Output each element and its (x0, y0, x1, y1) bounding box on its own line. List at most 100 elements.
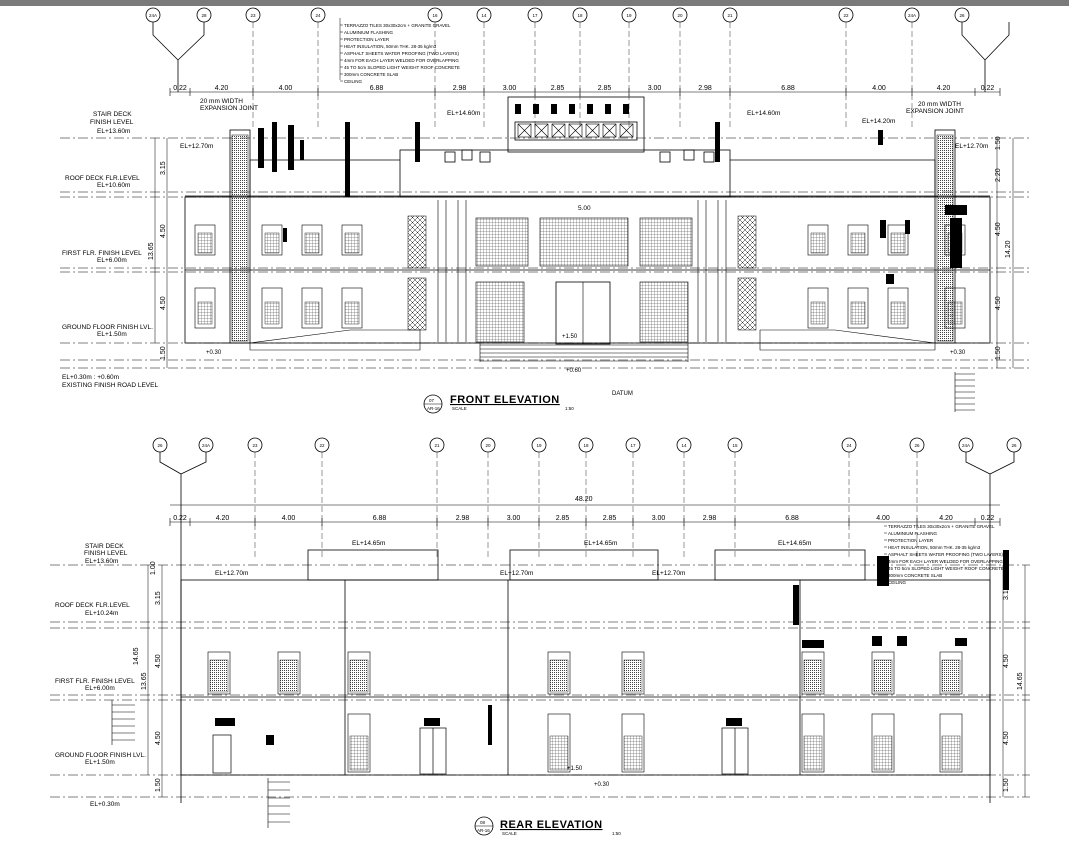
rear-grid-label: 15 (732, 443, 738, 448)
svg-text:1.50: 1.50 (160, 346, 167, 360)
window-top-bar (0, 0, 1069, 6)
front-grid-label: 14 (481, 13, 487, 18)
front-dimension-value: 2.98 (698, 85, 712, 92)
rear-stair-deck-label: STAIR DECK (85, 543, 124, 550)
rear-grid-label: 24A (202, 443, 210, 448)
rear-grid-label: 26 (914, 443, 920, 448)
front-spec-line: 4mm FOR EACH LAYER WELDED FOR OVERLAPPIN… (344, 58, 459, 63)
front-spec-line: HEAT INSULATION, 50mm THK. 28-35 kg/m3 (344, 44, 437, 49)
rear-dimension-value: 4.00 (876, 515, 890, 522)
svg-text:20 mm WIDTH: 20 mm WIDTH (918, 101, 961, 108)
rear-grid-label: 26 (157, 443, 163, 448)
front-grid-label: 18 (577, 13, 583, 18)
rear-dimension-value: 0.22 (981, 515, 995, 522)
front-dimension-value: 0.22 (173, 85, 187, 92)
svg-text:08: 08 (480, 820, 486, 825)
svg-text:3.15: 3.15 (155, 591, 162, 605)
svg-text:4.50: 4.50 (155, 731, 162, 745)
svg-text:EL+0.30m: EL+0.30m (90, 801, 120, 808)
front-grid-label: 24 (315, 13, 321, 18)
front-spec-line: PROTECTION LAYER (344, 37, 390, 42)
front-dimension-value: 6.88 (370, 85, 384, 92)
svg-text:EL+13.60m: EL+13.60m (85, 558, 118, 565)
front-spec-note: TERRAZZO TILES 30x30x2cm + GRANITE GRAVE… (340, 23, 460, 84)
rear-spec-line: 300mm CONCRETE SLAB (888, 573, 942, 578)
front-grid-label: 17 (532, 13, 538, 18)
svg-text:EL+14.20m: EL+14.20m (862, 118, 895, 125)
svg-text:EL+14.60m: EL+14.60m (747, 110, 780, 117)
front-grid-label: 21 (727, 13, 733, 18)
front-spec-line: ALUMINIUM FLASHING (344, 30, 394, 35)
svg-text:AR-16: AR-16 (427, 406, 440, 411)
svg-text:1.00: 1.00 (150, 561, 157, 575)
front-grid-label: 26 (959, 13, 965, 18)
rear-grid-label: 23 (252, 443, 258, 448)
front-dimension-value: 4.20 (215, 85, 229, 92)
svg-text:EL+1.50m: EL+1.50m (85, 759, 115, 766)
rear-spec-line: CEILING (888, 580, 907, 585)
rear-dimension-value: 2.85 (603, 515, 617, 522)
front-roof-deck-label: ROOF DECK FLR.LEVEL (65, 175, 140, 182)
rear-grid-label: 14 (681, 443, 687, 448)
svg-text:EXPANSION JOINT: EXPANSION JOINT (200, 105, 258, 112)
svg-text:4.50: 4.50 (160, 296, 167, 310)
rear-dimension-value: 3.00 (652, 515, 666, 522)
svg-text:20 mm WIDTH: 20 mm WIDTH (200, 98, 243, 105)
svg-text:EL+10.60m: EL+10.60m (97, 182, 130, 189)
front-dimension-value: 4.20 (937, 85, 951, 92)
front-dimension-value: 2.85 (598, 85, 612, 92)
svg-text:+0.30: +0.30 (594, 782, 610, 788)
svg-text:EL+14.60m: EL+14.60m (447, 110, 480, 117)
rear-grid-label: 19 (536, 443, 542, 448)
front-grid-label: 19 (626, 13, 632, 18)
rear-grid-label: 22 (319, 443, 325, 448)
rear-grid-label: 20 (485, 443, 491, 448)
rear-dimension-value: 4.20 (216, 515, 230, 522)
svg-text:+0.60: +0.60 (566, 368, 582, 374)
svg-text:3.15: 3.15 (160, 161, 167, 175)
svg-text:FINISH LEVEL: FINISH LEVEL (84, 550, 128, 557)
svg-text:EL+12.70m: EL+12.70m (180, 143, 213, 150)
svg-text:SCALE: SCALE (452, 406, 467, 411)
rear-dimension-value: 4.00 (282, 515, 296, 522)
rear-grid-label: 24A (962, 443, 970, 448)
svg-text:+0.30: +0.30 (950, 350, 966, 356)
front-spec-line: 45 TO 5cm SLOPED LIGHT WEIGHT ROOF CONCR… (344, 65, 460, 70)
front-spec-line: TERRAZZO TILES 30x30x2cm + GRANITE GRAVE… (344, 23, 451, 28)
front-grid-label: 28 (201, 13, 207, 18)
svg-text:EXISTING FINISH ROAD LEVEL: EXISTING FINISH ROAD LEVEL (62, 382, 158, 389)
svg-text:EL+12.70m: EL+12.70m (500, 570, 533, 577)
svg-text:EL+12.70m: EL+12.70m (215, 570, 248, 577)
rear-ground-floor-label: GROUND FLOOR FINISH LVL. (55, 752, 146, 759)
rear-spec-line: ASPHALT SHEETS WATER PROOFING (TWO LAYER… (888, 552, 1004, 557)
front-stair-deck-label: STAIR DECK (93, 111, 132, 118)
svg-text:EL+14.65m: EL+14.65m (584, 540, 617, 547)
svg-text:DATUM: DATUM (612, 391, 633, 397)
svg-text:1.50: 1.50 (155, 778, 162, 792)
rear-grid-label: 24 (846, 443, 852, 448)
front-first-floor-label: FIRST FLR. FINISH LEVEL (62, 250, 142, 257)
front-spec-line: 300mm CONCRETE SLAB (344, 72, 398, 77)
front-dimension-value: 2.85 (551, 85, 565, 92)
front-grid-label: 22 (843, 13, 849, 18)
rear-spec-line: HEAT INSULATION, 50mm THK. 28-35 kg/m3 (888, 545, 981, 550)
front-dimension-value: 6.88 (781, 85, 795, 92)
svg-text:EL+10.24m: EL+10.24m (85, 610, 118, 617)
rear-first-floor-label: FIRST FLR. FINISH LEVEL (55, 678, 135, 685)
front-grid-label: 20 (677, 13, 683, 18)
rear-grid-label: 26 (1011, 443, 1017, 448)
rear-dimension-value: 4.20 (939, 515, 953, 522)
svg-text:EXPANSION JOINT: EXPANSION JOINT (906, 108, 964, 115)
rear-dimension-value: 6.88 (373, 515, 387, 522)
rear-dimension-value: 2.85 (556, 515, 570, 522)
rear-grid-label: 17 (630, 443, 636, 448)
svg-text:EL+6.00m: EL+6.00m (97, 257, 127, 264)
svg-text:48.20: 48.20 (575, 496, 593, 503)
rear-dimension-value: 0.22 (173, 515, 187, 522)
